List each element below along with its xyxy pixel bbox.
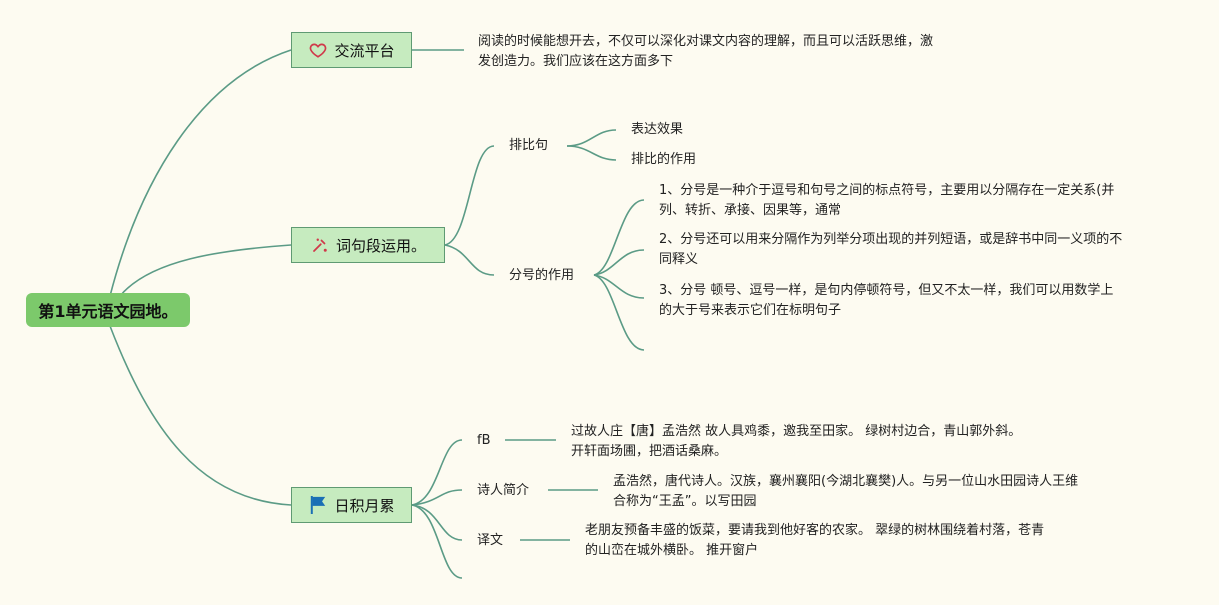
subtopic-label: fB [477, 433, 491, 448]
tools-icon [310, 235, 330, 255]
leaf-line: 的大于号来表示它们在标明句子 [659, 303, 842, 318]
leaf-line: 过故人庄【唐】孟浩然 故人具鸡黍，邀我至田家。 绿树村边合，青山郭外斜。 [571, 424, 1022, 439]
link-daily-fb [411, 439, 463, 506]
leaf-semicolon-point-1[interactable]: 1、分号是一种介于逗号和句号之间的标点符号，主要用以分隔存在一定关系(并 列、转… [659, 181, 1114, 221]
link-daily-extra [411, 504, 463, 579]
link-daily-translation [411, 504, 463, 541]
flag-icon [308, 495, 328, 515]
leaf-line: 开轩面场圃，把酒话桑麻。 [571, 444, 728, 459]
topic-daily-accumulation[interactable]: 日积月累 [291, 487, 412, 523]
link-usage-semicolon [444, 244, 495, 276]
exchange-note: 阅读的时候能想开去，不仅可以深化对课文内容的理解，而且可以活跃思维，激 发创造力… [478, 32, 933, 72]
subtopic-parallel-sentence[interactable]: 排比句 [509, 136, 548, 156]
root-node[interactable]: 第1单元语文园地。 [26, 293, 190, 327]
topic-word-usage[interactable]: 词句段运用。 [291, 227, 445, 263]
leaf-semicolon-point-2[interactable]: 2、分号还可以用来分隔作为列举分项出现的并列短语，或是辞书中同一义项的不 同释义 [659, 230, 1122, 270]
heart-icon [308, 40, 328, 60]
link-daily-poet [411, 489, 463, 506]
link-usage-parallel [444, 145, 495, 246]
subtopic-label: 排比句 [509, 138, 549, 153]
subtopic-label: 译文 [477, 533, 504, 548]
leaf-poet-text[interactable]: 孟浩然，唐代诗人。汉族，襄州襄阳(今湖北襄樊)人。与另一位山水田园诗人王维 合称… [613, 472, 1078, 512]
subtopic-translation[interactable]: 译文 [477, 531, 503, 551]
link-parallel-role [566, 145, 617, 161]
leaf-line: 3、分号 顿号、逗号一样，是句内停顿符号，但又不太一样，我们可以用数学上 [659, 283, 1114, 298]
note-line: 发创造力。我们应该在这方面多下 [478, 54, 674, 69]
leaf-line: 老朋友预备丰盛的饭菜，要请我到他好客的农家。 翠绿的树林围绕着村落，苍青 [585, 523, 1045, 538]
leaf-parallel-role[interactable]: 排比的作用 [631, 150, 696, 170]
link-root-to-daily [109, 325, 292, 506]
leaf-line: 合称为“王孟”。以写田园 [613, 494, 757, 509]
subtopic-fb[interactable]: fB [477, 431, 491, 451]
leaf-line: 的山峦在城外横卧。 推开窗户 [585, 543, 759, 558]
link-root-to-exchange [109, 49, 292, 297]
leaf-poem-text[interactable]: 过故人庄【唐】孟浩然 故人具鸡黍，邀我至田家。 绿树村边合，青山郭外斜。 开轩面… [571, 422, 1021, 462]
topic-label: 交流平台 [334, 41, 395, 60]
topic-exchange-platform[interactable]: 交流平台 [291, 32, 412, 68]
subtopic-semicolon-role[interactable]: 分号的作用 [509, 266, 574, 286]
leaf-label: 排比的作用 [631, 152, 697, 167]
subtopic-label: 诗人简介 [477, 483, 530, 498]
link-semicolon-2 [593, 249, 645, 276]
link-semicolon-3 [593, 274, 645, 299]
leaf-line: 孟浩然，唐代诗人。汉族，襄州襄阳(今湖北襄樊)人。与另一位山水田园诗人王维 [613, 474, 1079, 489]
subtopic-poet-intro[interactable]: 诗人简介 [477, 481, 529, 501]
leaf-semicolon-point-3[interactable]: 3、分号 顿号、逗号一样，是句内停顿符号，但又不太一样，我们可以用数学上 的大于… [659, 281, 1113, 321]
leaf-line: 同释义 [659, 252, 699, 267]
topic-label: 词句段运用。 [335, 236, 426, 255]
leaf-line: 列、转折、承接、因果等，通常 [659, 203, 842, 218]
leaf-label: 表达效果 [631, 122, 684, 137]
subtopic-label: 分号的作用 [509, 268, 575, 283]
root-label: 第1单元语文园地。 [38, 302, 178, 321]
link-semicolon-4 [593, 274, 645, 351]
link-semicolon-1 [593, 199, 645, 276]
link-root-to-usage [119, 244, 292, 297]
link-parallel-effect [566, 129, 617, 147]
leaf-translation-text[interactable]: 老朋友预备丰盛的饭菜，要请我到他好客的农家。 翠绿的树林围绕着村落，苍青 的山峦… [585, 521, 1044, 561]
leaf-expression-effect[interactable]: 表达效果 [631, 120, 683, 140]
leaf-line: 2、分号还可以用来分隔作为列举分项出现的并列短语，或是辞书中同一义项的不 [659, 232, 1123, 247]
note-line: 阅读的时候能想开去，不仅可以深化对课文内容的理解，而且可以活跃思维，激 [478, 34, 934, 49]
leaf-line: 1、分号是一种介于逗号和句号之间的标点符号，主要用以分隔存在一定关系(并 [659, 183, 1115, 198]
topic-label: 日积月累 [334, 496, 395, 515]
